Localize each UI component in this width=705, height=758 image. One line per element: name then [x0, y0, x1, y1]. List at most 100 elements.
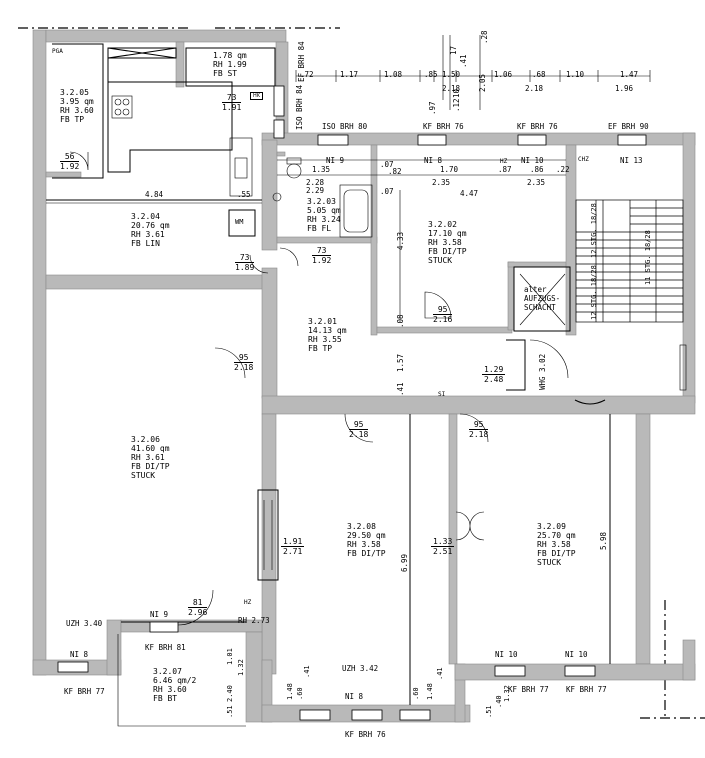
room-area: 1.78 qm	[213, 51, 247, 60]
room-area: 29.50 qm	[347, 531, 386, 540]
dim-vertical: 10	[452, 88, 461, 98]
dim-top: 1.06	[494, 70, 513, 79]
niche-label: NI 9	[326, 156, 345, 165]
room-number: 3.2.04	[131, 212, 160, 221]
door-height: 1.92	[60, 162, 80, 171]
dim-top: 1.17	[340, 70, 359, 79]
shaft-line: AUFZUGS-	[524, 294, 561, 303]
niche-label: NI 9	[150, 610, 169, 619]
door-height: 2.71	[283, 547, 303, 556]
door-width: 1.29	[482, 365, 506, 375]
room-floor: FB TP	[308, 344, 333, 353]
room-area: 5.05 qm	[307, 206, 341, 215]
window-label: ISO BRH 80	[322, 122, 368, 131]
shaft-line: SCHACHT	[524, 303, 556, 312]
niche-label: NI 8	[424, 156, 443, 165]
dim-22: .22	[556, 165, 570, 174]
door-width: 95	[234, 353, 254, 363]
stair-ratio: 18/28	[590, 265, 598, 287]
dim-82: .82	[388, 167, 402, 176]
door-height: 2.51	[433, 547, 453, 556]
dim-2-35: 2.35	[527, 178, 546, 187]
dim-1-70: 1.70	[440, 165, 459, 174]
room-wc: 1.78 qm RH 1.99 FB ST	[213, 51, 247, 78]
room-height: RH 3.58	[428, 238, 462, 247]
room-height: RH 3.58	[347, 540, 381, 549]
dim-55: .55	[237, 190, 251, 199]
dim-top: 1.10	[566, 70, 585, 79]
window-label: KF BRH 76	[517, 122, 558, 131]
door-width: 56	[60, 152, 80, 162]
room-area: 20.76 qm	[131, 221, 170, 230]
room-ceiling: STUCK	[428, 256, 453, 265]
room-3209: 3.2.09 25.70 qm RH 3.58 FB DI/TP STUCK	[537, 522, 576, 567]
door-height: 2.18	[469, 430, 489, 439]
dim-vertical: 17	[449, 45, 458, 55]
room-floor: FB TP	[60, 115, 85, 124]
door-height: 1.92	[312, 256, 332, 265]
dim-small: 2.40	[226, 685, 234, 702]
apartment-label: WHG 3.02	[538, 353, 547, 390]
dim-small: 1.32	[237, 659, 245, 676]
window-label-vertical: ISO BRH 84	[295, 84, 304, 130]
dim-top: 1.47	[620, 70, 639, 79]
walls	[32, 29, 696, 723]
room-area: 17.10 qm	[428, 229, 467, 238]
dim-small: 1.48	[286, 683, 294, 700]
window-label: KF BRH 77	[566, 685, 607, 694]
room-3201: 3.2.01 14.13 qm RH 3.55 FB TP	[308, 317, 347, 353]
dim-86: .86	[530, 165, 544, 174]
dim-4-84: 4.84	[145, 190, 164, 199]
dim-1-57: 1.57	[396, 353, 405, 372]
pga-label: PGA	[52, 48, 63, 55]
uzh-label: UZH 3.40	[66, 619, 103, 628]
door-height: 1.91	[222, 103, 242, 112]
dim-vertical: .28	[480, 30, 489, 44]
dim-top: .72	[300, 70, 314, 79]
washing-machine-label: WM	[235, 218, 244, 226]
stair-ratio: 18/28	[590, 203, 598, 225]
dimension-lines	[46, 35, 651, 320]
niche-label: NI 8	[70, 650, 89, 659]
room-floor: FB FL	[307, 224, 332, 233]
rh-label: RH 2.73	[238, 616, 270, 625]
stair-steps: 12 STG.	[590, 290, 598, 320]
stair-label: 11 STG. 18/28	[644, 230, 652, 285]
dim-small: 1.32	[503, 685, 511, 702]
dim-4-33: 4.33	[396, 231, 405, 250]
room-3203: 3.2.03 5.05 qm RH 3.24 FB FL	[307, 197, 341, 233]
room-area: 3.95 qm	[60, 97, 94, 106]
room-floor: FB ST	[213, 69, 238, 78]
room-floor: FB DI/TP	[537, 549, 576, 558]
room-floor: FB DI/TP	[131, 462, 170, 471]
door-width: 73	[235, 253, 255, 263]
dim-07: .07	[380, 187, 394, 196]
dim-5-98: 5.98	[599, 531, 608, 550]
window-label: KF BRH 77	[508, 685, 549, 694]
heater-label: HZ	[244, 599, 252, 606]
door-width: 1.91	[281, 537, 305, 547]
room-ceiling: STUCK	[131, 471, 156, 480]
hk-radiator: HK	[250, 92, 264, 100]
shaft-line: alter	[524, 285, 547, 294]
niche-label: NI 10	[521, 156, 544, 165]
dim-vertical: .97	[428, 101, 437, 115]
room-floor: FB DI/TP	[428, 247, 467, 256]
room-floor: FB LIN	[131, 239, 160, 248]
room-height: RH 3.55	[308, 335, 342, 344]
room-floor: FB DI/TP	[347, 549, 386, 558]
room-height: RH 3.60	[60, 106, 94, 115]
dim-small: .60	[296, 687, 304, 700]
door-width: 95	[349, 420, 369, 430]
door-width: 95	[433, 305, 453, 315]
room-number: 3.2.06	[131, 435, 160, 444]
dim-2-28: 2.28	[306, 178, 325, 187]
window-label: KF BRH 81	[145, 643, 186, 652]
